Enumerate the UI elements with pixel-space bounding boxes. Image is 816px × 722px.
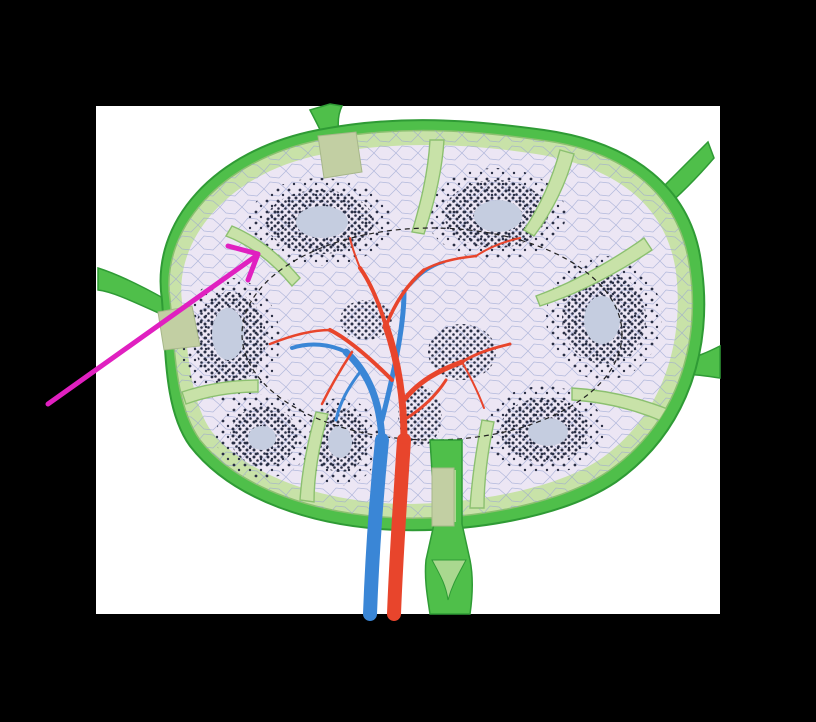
germinal-center bbox=[528, 418, 568, 446]
germinal-center bbox=[212, 308, 244, 360]
trabecula bbox=[535, 237, 653, 307]
trabecula bbox=[411, 139, 445, 235]
trabecula bbox=[469, 419, 495, 509]
follicle bbox=[248, 178, 392, 266]
follicle bbox=[216, 394, 312, 478]
medullary-cord bbox=[340, 300, 496, 446]
trabecula bbox=[224, 225, 301, 288]
follicles bbox=[180, 168, 662, 486]
germinal-center bbox=[474, 200, 522, 232]
trabeculae bbox=[181, 139, 671, 509]
arrow-icon bbox=[45, 243, 261, 407]
trabecula bbox=[181, 379, 259, 405]
trabecula bbox=[299, 411, 329, 503]
follicle bbox=[180, 278, 280, 402]
trabecula bbox=[571, 387, 671, 423]
germinal-center bbox=[248, 426, 276, 450]
follicle bbox=[426, 168, 566, 260]
trabecula bbox=[523, 149, 575, 237]
label-box bbox=[317, 131, 363, 179]
germinal-center bbox=[296, 206, 348, 238]
label-box bbox=[431, 467, 455, 527]
follicle bbox=[484, 386, 604, 474]
germinal-center bbox=[328, 426, 352, 458]
blood-vessels bbox=[268, 237, 521, 621]
artery bbox=[268, 237, 521, 621]
vein bbox=[290, 260, 446, 621]
germinal-center bbox=[584, 296, 620, 344]
